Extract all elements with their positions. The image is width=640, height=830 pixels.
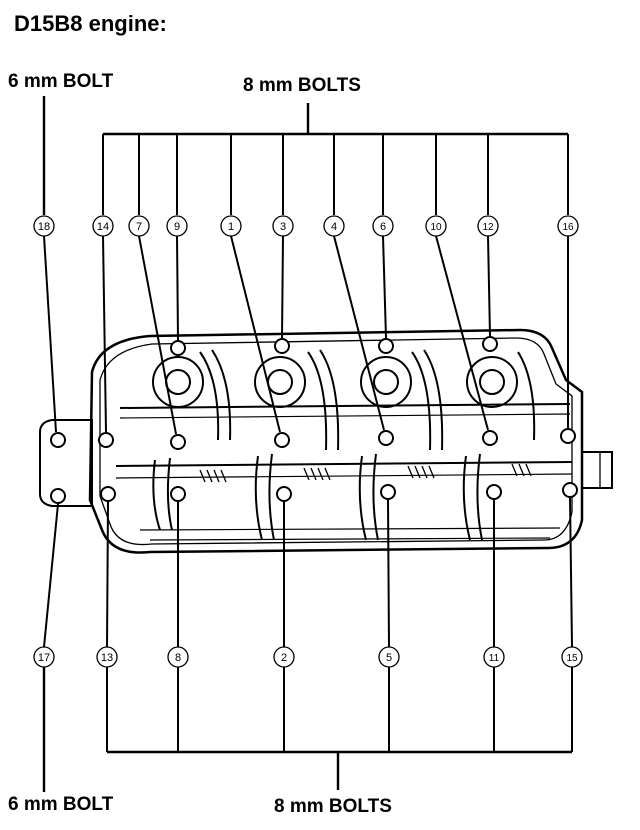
callout-10: 10	[425, 134, 489, 431]
callout-4-label: 4	[331, 221, 337, 233]
diagram-title: D15B8 engine:	[14, 11, 167, 36]
callout-9-label: 9	[174, 221, 180, 233]
callout-15: 15	[561, 497, 583, 752]
callout-9: 9	[166, 134, 188, 341]
callout-16-label: 16	[562, 222, 574, 233]
callout-5-label: 5	[386, 652, 392, 664]
label-8mm-bolts-bottom: 8 mm BOLTS	[274, 796, 392, 817]
callouts-top: 18 14 7 9 1 3	[33, 134, 579, 435]
bolt-heads	[50, 336, 578, 504]
callout-13: 13	[96, 501, 118, 752]
callout-6-label: 6	[380, 221, 386, 233]
leader-lines	[42, 96, 572, 792]
cam-lobes	[152, 356, 518, 408]
callout-17-label: 17	[38, 652, 50, 664]
rocker-arms	[152, 349, 536, 541]
callout-7-label: 7	[136, 221, 142, 233]
callout-8: 8	[167, 502, 189, 752]
callout-4: 4	[323, 134, 385, 431]
callout-1: 1	[220, 134, 281, 433]
label-8mm-bolts-top: 8 mm BOLTS	[243, 75, 361, 96]
callout-11-label: 11	[489, 653, 500, 664]
callouts-bottom: 17 13 8 2 5 11	[33, 497, 583, 752]
label-6mm-bolt-top: 6 mm BOLT	[8, 71, 114, 92]
callout-7: 7	[128, 134, 177, 435]
callout-1-label: 1	[228, 221, 234, 233]
label-6mm-bolt-bottom: 6 mm BOLT	[8, 794, 114, 815]
callout-2-label: 2	[281, 652, 287, 664]
callout-12: 12	[477, 134, 499, 337]
callout-17: 17	[33, 503, 59, 668]
callout-3-label: 3	[280, 221, 286, 233]
callout-15-label: 15	[566, 653, 578, 664]
callout-3: 3	[272, 134, 294, 339]
callout-13-label: 13	[101, 652, 113, 664]
callout-16: 16	[557, 134, 579, 428]
camshaft-journals	[199, 463, 532, 483]
callout-10-label: 10	[430, 222, 442, 233]
callout-18: 18	[33, 215, 57, 433]
callout-14-label: 14	[97, 221, 109, 233]
cylinder-head-body	[39, 328, 613, 554]
callout-2: 2	[273, 502, 295, 752]
callout-11: 11	[483, 500, 505, 752]
callout-18-label: 18	[38, 221, 50, 233]
callout-8-label: 8	[175, 652, 181, 664]
callout-5: 5	[378, 499, 400, 752]
callout-12-label: 12	[482, 222, 494, 233]
callout-6: 6	[372, 134, 394, 339]
callout-14: 14	[92, 134, 114, 433]
